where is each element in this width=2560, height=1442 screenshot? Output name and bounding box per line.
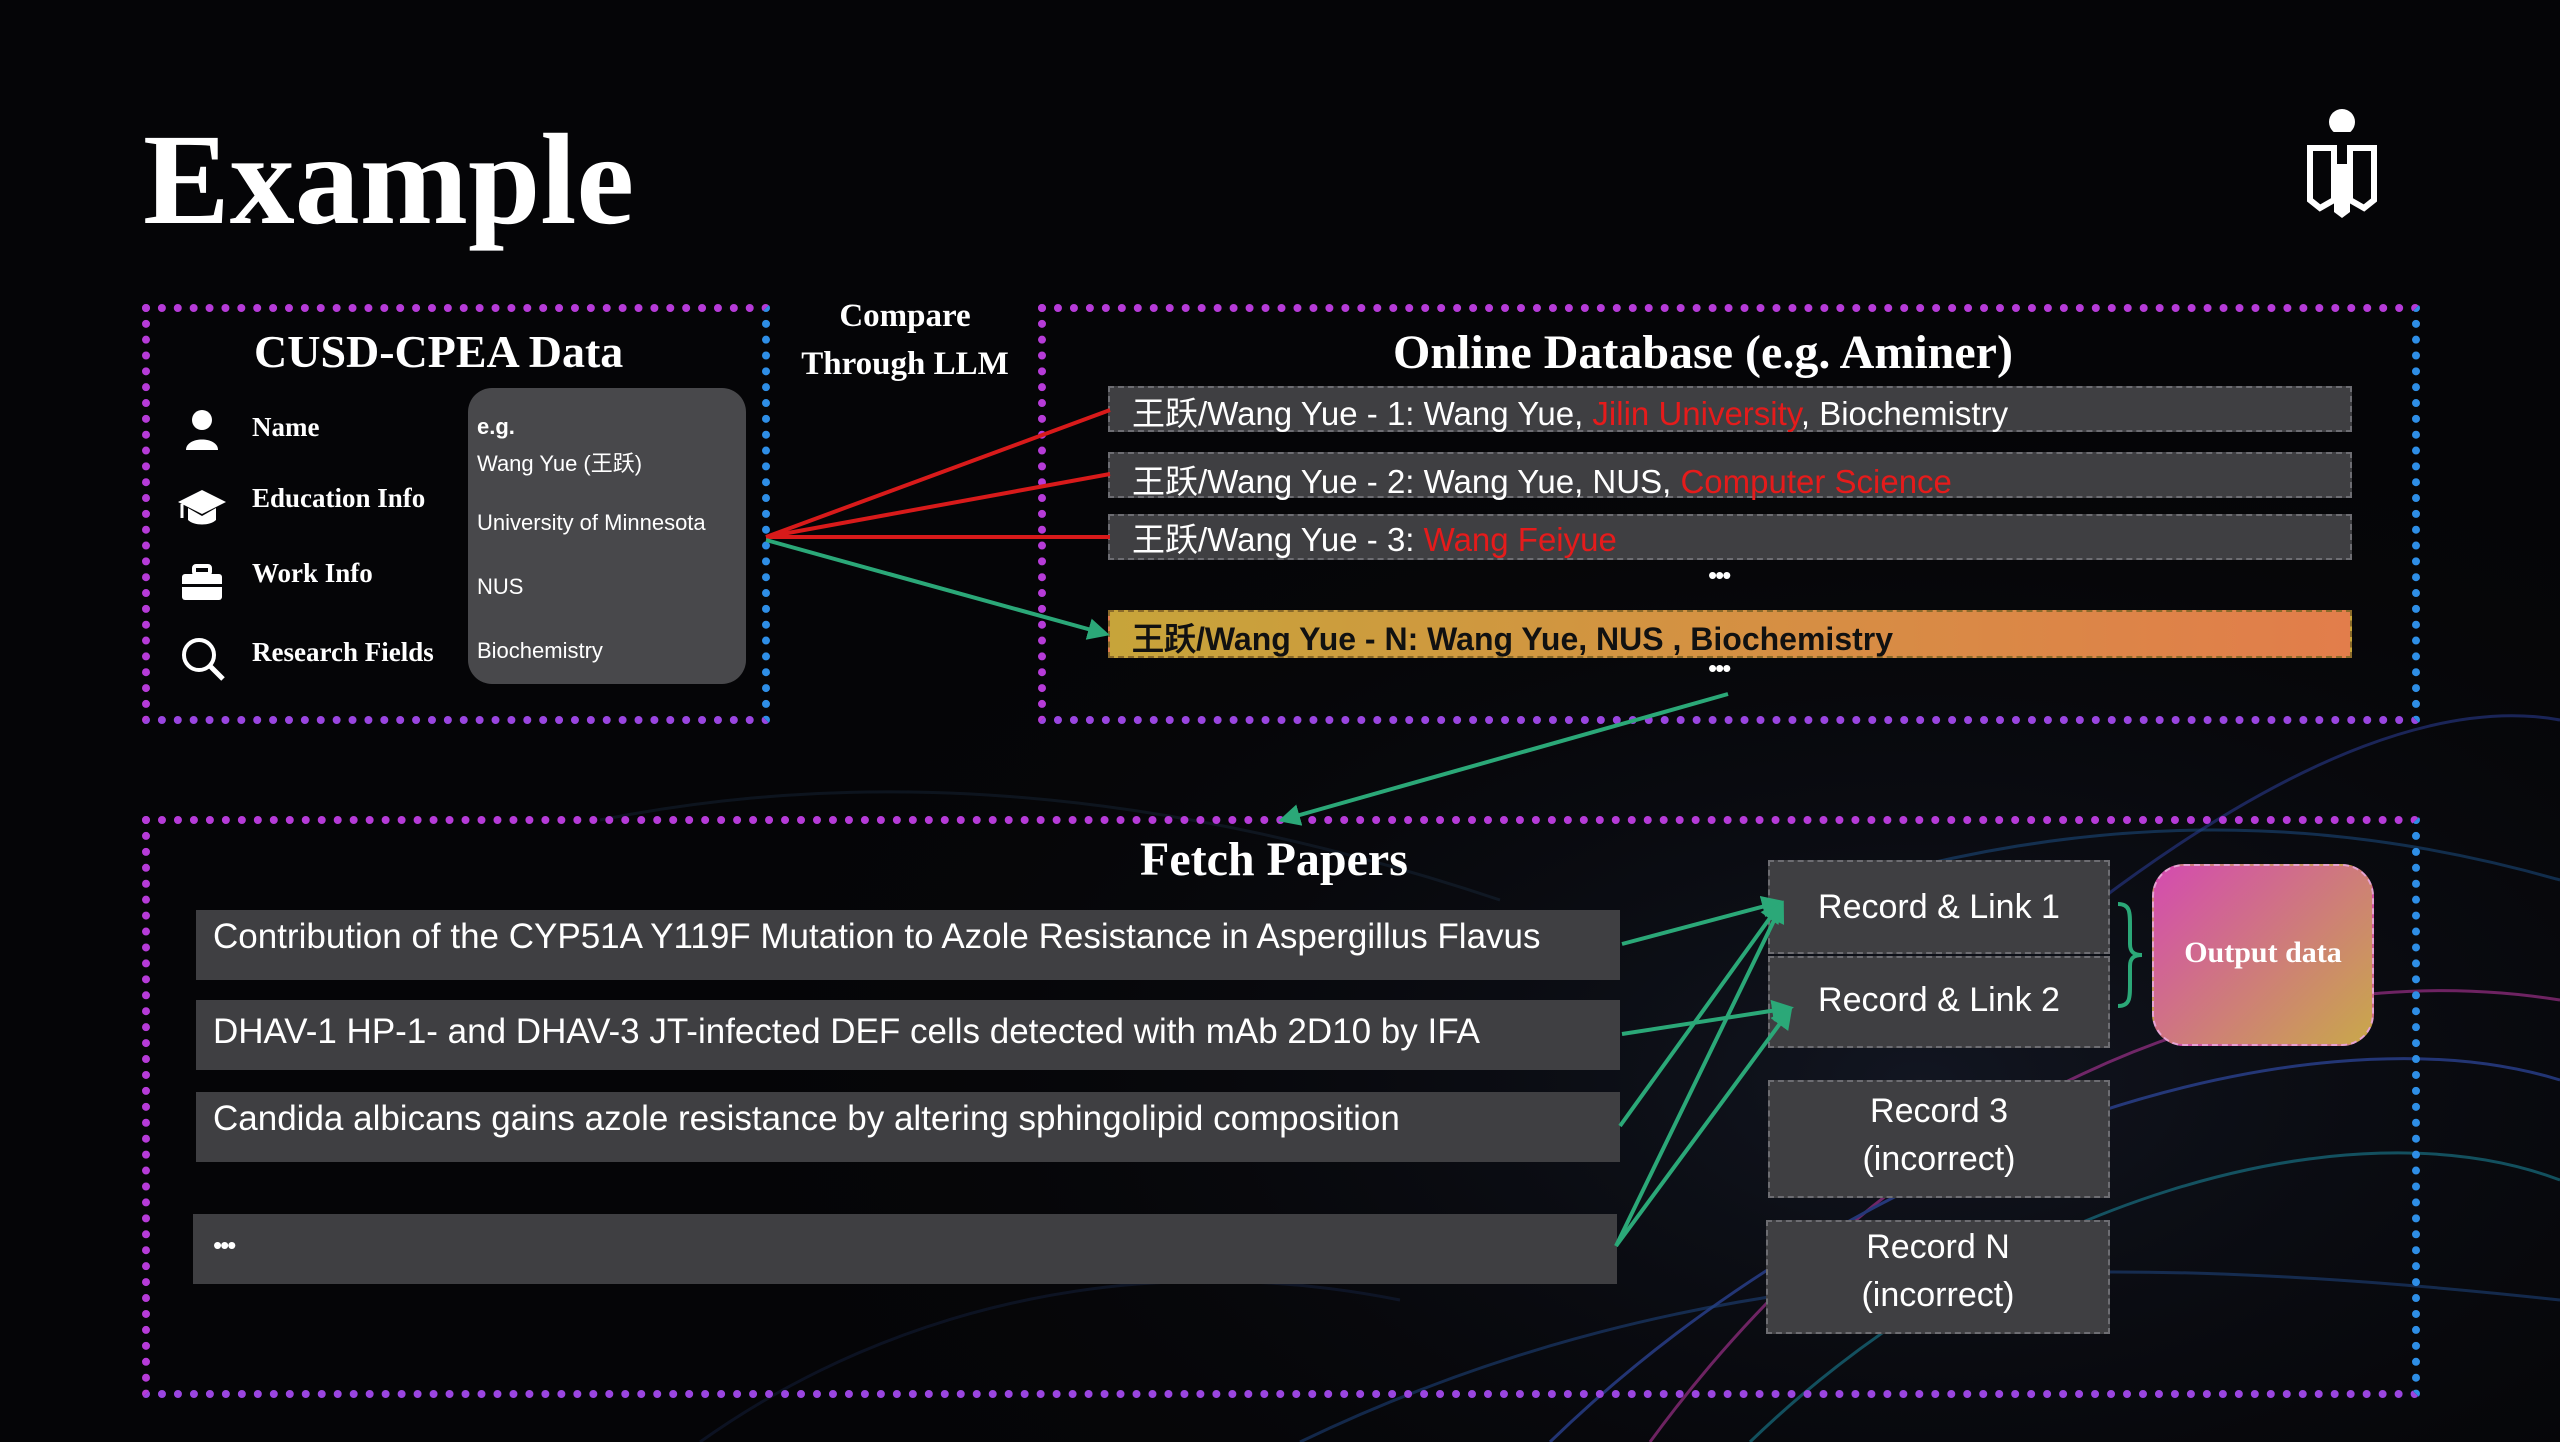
candidate-row-3 — [1108, 514, 2352, 560]
candidate-row-1 — [1108, 386, 2352, 432]
candidate-ellipsis: ••• — [1708, 560, 1731, 590]
candidate-row-2 — [1108, 452, 2352, 498]
paper-title-1: Contribution of the CYP51A Y119F Mutatio… — [213, 917, 1541, 956]
field-label-research: Research Fields — [252, 637, 434, 667]
paper-ellipsis: ••• — [213, 1230, 236, 1260]
record-box-1 — [1768, 860, 2110, 954]
paper-title-2: DHAV-1 HP-1- and DHAV-3 JT-infected DEF … — [213, 1012, 1480, 1051]
field-label-education: Education Info — [252, 483, 426, 513]
online-database-panel — [1038, 304, 2420, 724]
matched-text: 王跃/Wang Yue - N: Wang Yue, NUS , Biochem… — [1132, 621, 1894, 657]
example-work: NUS — [477, 574, 524, 599]
record-label-1: Record & Link 1 — [1818, 888, 2060, 926]
university-logo — [2307, 109, 2377, 218]
output-data-box — [2152, 864, 2374, 1046]
record-label-2: Record & Link 2 — [1818, 981, 2060, 1019]
example-values-box — [468, 388, 746, 684]
record-box-n — [1766, 1220, 2110, 1334]
candidate-text-1: 王跃/Wang Yue - 1: Wang Yue, Jilin Univers… — [1132, 395, 2009, 432]
example-name: Wang Yue (王跃) — [477, 451, 643, 476]
example-education: University of Minnesota — [477, 510, 706, 535]
record-box-3 — [1768, 1080, 2110, 1198]
record-box-2 — [1768, 956, 2110, 1048]
match-arrows — [765, 538, 1794, 1248]
record-label-3: Record 3(incorrect) — [1862, 1092, 2016, 1178]
field-label-work: Work Info — [252, 558, 373, 588]
online-database-title: Online Database (e.g. Aminer) — [1393, 326, 2013, 379]
mismatch-highlight: Jilin University — [1592, 395, 1801, 432]
graduation-cap-icon — [178, 490, 226, 525]
output-data-label: Output data — [2184, 936, 2342, 969]
paper-title-3: Candida albicans gains azole resistance … — [213, 1099, 1400, 1138]
paper-row-3 — [196, 1092, 1620, 1162]
search-icon — [182, 638, 225, 681]
candidate-text-3: 王跃/Wang Yue - 3: Wang Feiyue — [1132, 521, 1617, 558]
slide-title: Example — [143, 108, 635, 252]
paper-row-2 — [196, 1000, 1620, 1070]
match-ellipsis: ••• — [1708, 653, 1731, 683]
briefcase-icon — [182, 564, 222, 600]
fetch-papers-title: Fetch Papers — [1140, 833, 1408, 886]
paper-row-1 — [196, 910, 1620, 980]
compare-label-line1: Compare — [839, 298, 971, 334]
matched-row — [1108, 610, 2352, 658]
compare-label-line2: Through LLM — [801, 346, 1009, 382]
person-icon — [186, 410, 218, 450]
paper-row-more — [193, 1214, 1617, 1284]
mismatch-arrows — [765, 408, 1111, 539]
example-research: Biochemistry — [477, 638, 603, 663]
grouping-brace — [2117, 902, 2143, 1008]
mismatch-highlight: Computer Science — [1680, 463, 1952, 500]
record-label-n: Record N(incorrect) — [1861, 1228, 2015, 1314]
candidate-text-2: 王跃/Wang Yue - 2: Wang Yue, NUS, Computer… — [1132, 463, 1952, 500]
cusd-cpea-panel — [142, 304, 770, 724]
field-label-name: Name — [252, 412, 320, 442]
example-prefix: e.g. — [477, 414, 515, 439]
cusd-cpea-title: CUSD-CPEA Data — [254, 326, 624, 377]
mismatch-highlight: Wang Feiyue — [1423, 521, 1617, 558]
